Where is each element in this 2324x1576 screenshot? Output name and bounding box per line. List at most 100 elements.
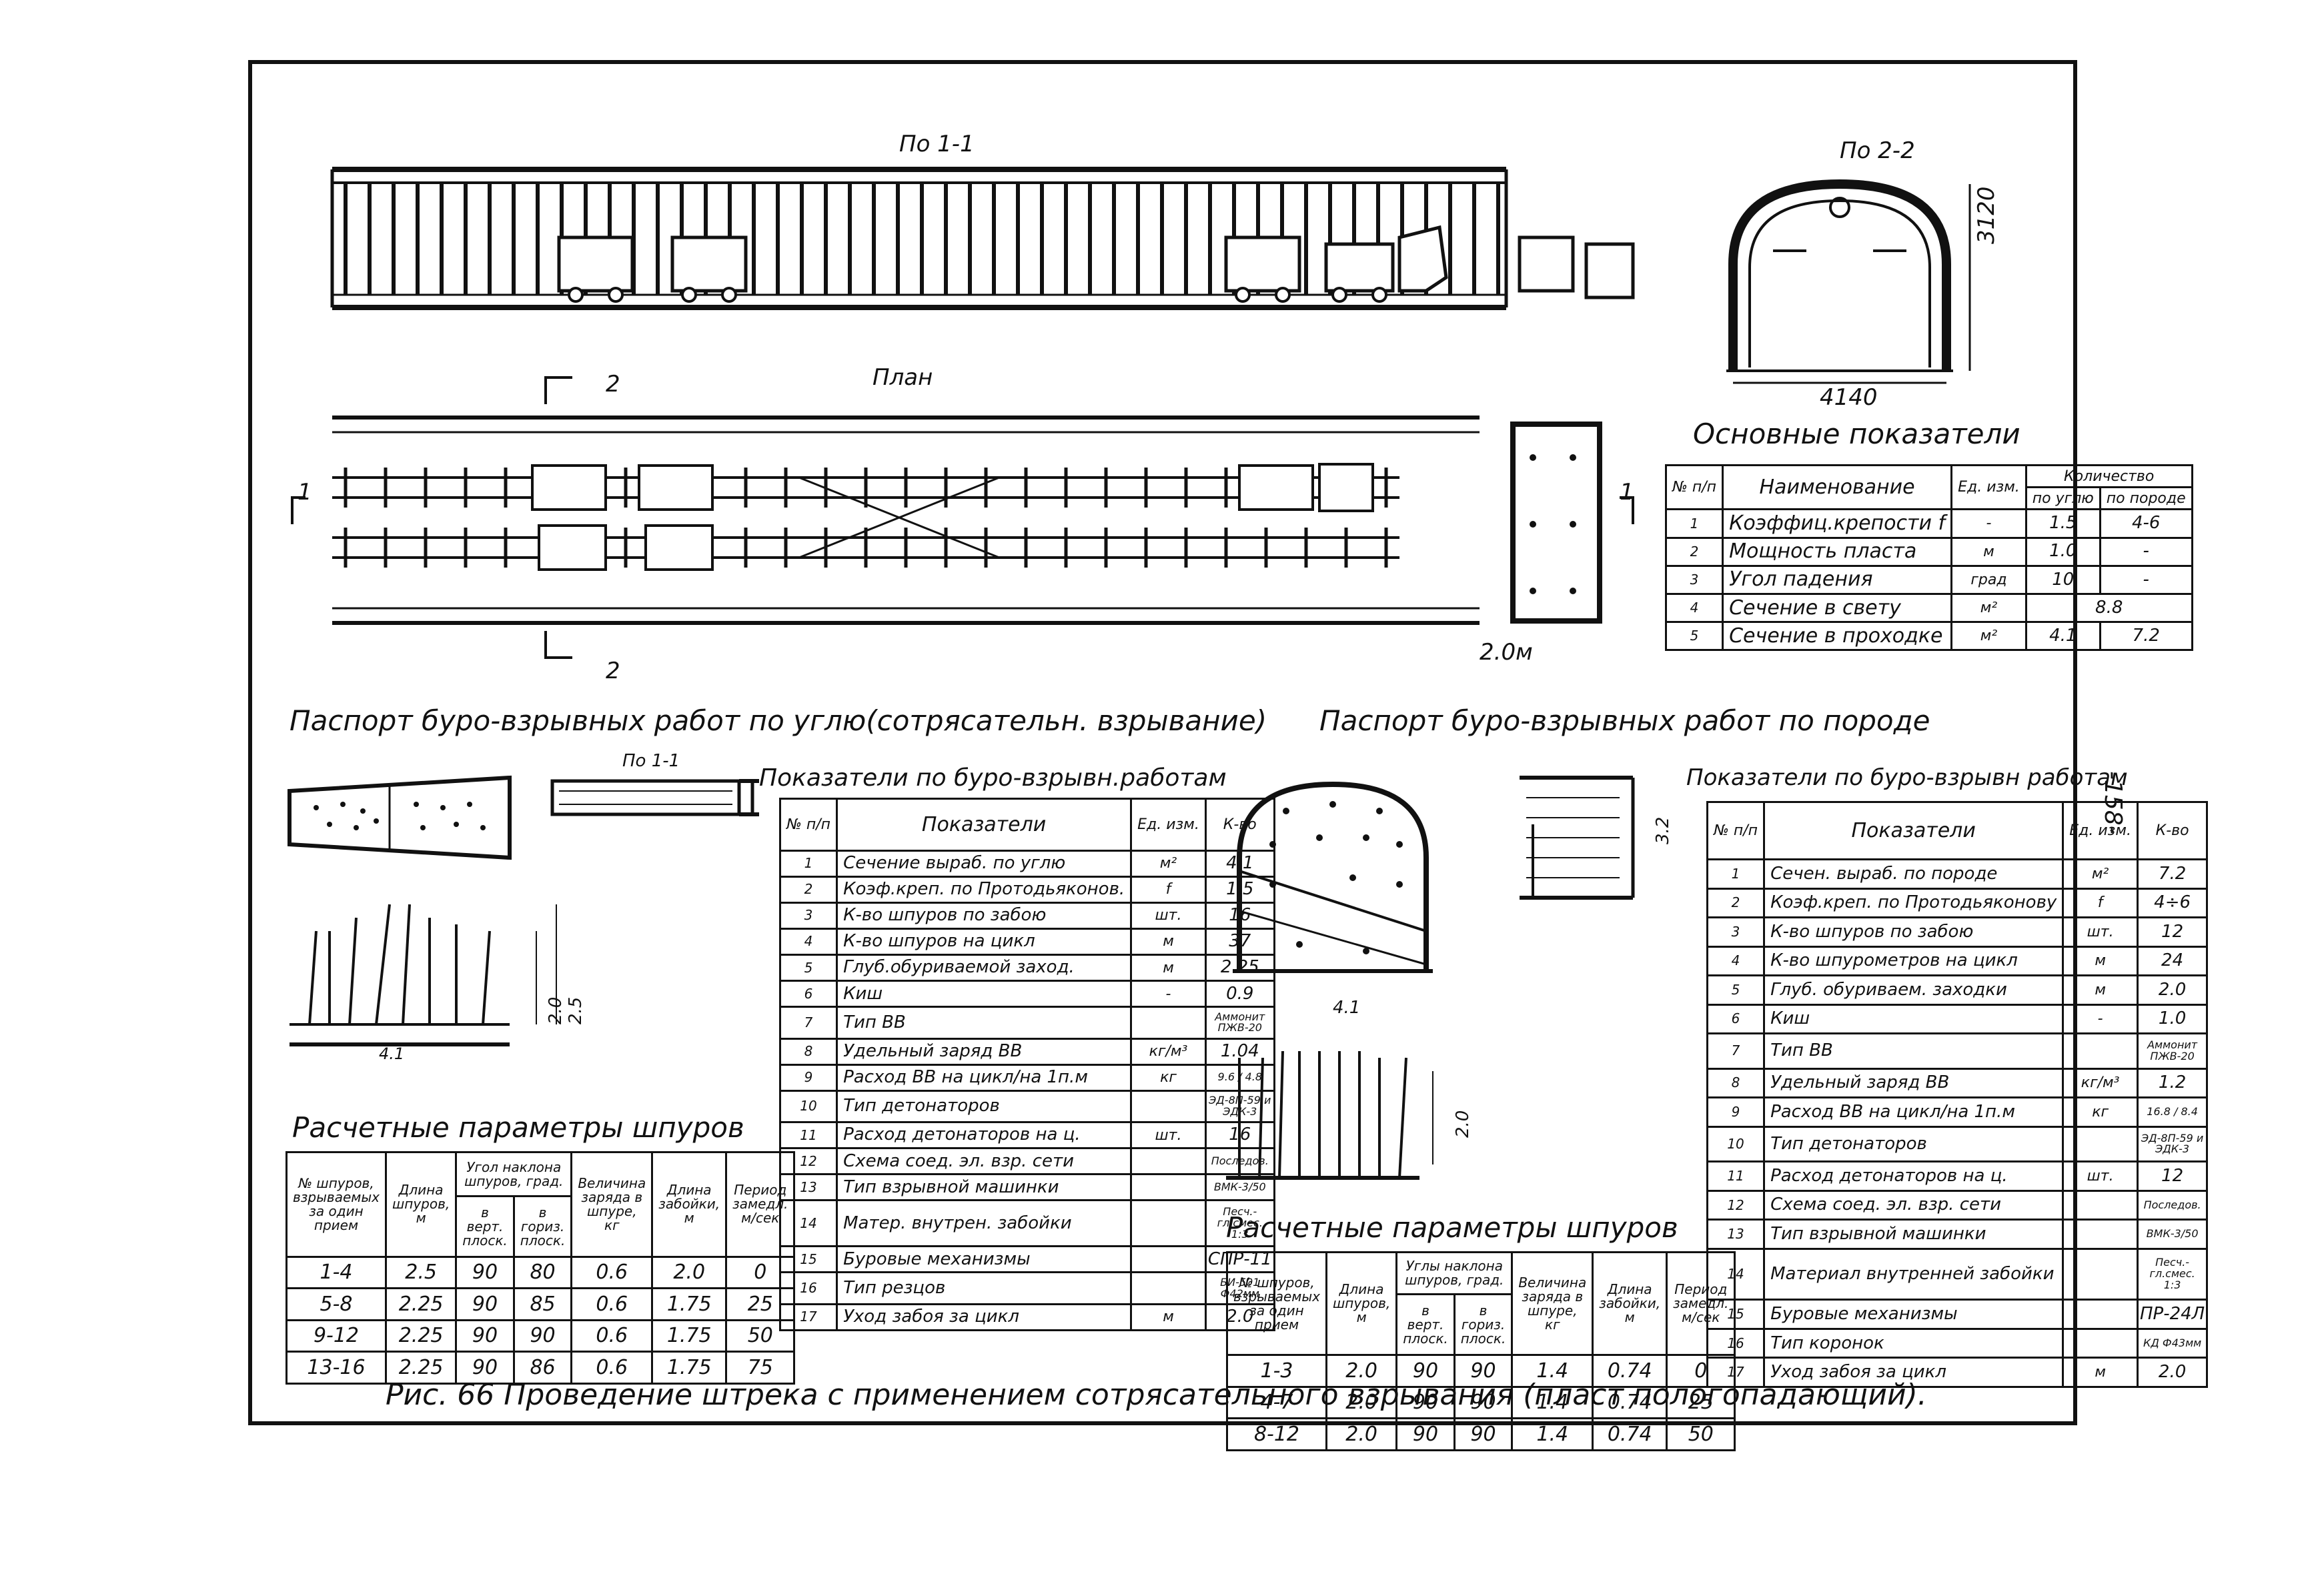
- row-unit: -: [1950, 508, 2027, 539]
- row-num: 13: [1706, 1219, 1766, 1250]
- row-unit: кг/м³: [1130, 1037, 1207, 1066]
- coal-depth-2-label: 2.5: [566, 996, 586, 1024]
- rock-blast-header-num: № п/п: [1706, 800, 1766, 861]
- row-unit: шт.: [1130, 1121, 1207, 1150]
- row-num: 6: [778, 980, 838, 1008]
- header-name: Наименование: [1722, 464, 1953, 511]
- param-cell: 2.0: [651, 1255, 728, 1290]
- param-cell: 90: [455, 1319, 515, 1353]
- coal-params-header-horiz: в гориз. плоск.: [512, 1195, 573, 1258]
- header-rock: по породе: [2099, 486, 2193, 511]
- coal-params-header-charge: Величина заряда в шпуре, кг: [570, 1151, 654, 1258]
- param-cell: 1.4: [1511, 1385, 1594, 1420]
- row-value: Аммонит ПЖВ-20: [1204, 1006, 1275, 1040]
- cut-mark-2-top: 2: [606, 371, 620, 398]
- row-unit: [1130, 1147, 1207, 1176]
- row-coal: 8.8: [2024, 592, 2193, 623]
- row-name: Удельный заряд ВВ: [1763, 1067, 2065, 1099]
- param-cell: 90: [1395, 1354, 1456, 1388]
- row-name: Удельный заряд ВВ: [836, 1037, 1133, 1066]
- coal-small-section-label: По 1-1: [622, 751, 680, 771]
- row-name: К-во шпуров по забою: [1763, 916, 2065, 948]
- row-name: Тип взрывной машинки: [836, 1173, 1133, 1202]
- rock-params-header-holes: № шпуров, взрываемых за один прием: [1226, 1251, 1327, 1357]
- row-value: 2.0: [2136, 1357, 2209, 1388]
- row-value: ВМК-3/50: [1204, 1173, 1275, 1202]
- row-unit: м: [1950, 536, 2027, 567]
- header-coal: по углю: [2024, 486, 2101, 511]
- row-name: К-во шпуров по забою: [836, 901, 1133, 930]
- param-cell: 8-12: [1226, 1417, 1327, 1451]
- row-name: Угол падения: [1722, 564, 1953, 595]
- param-cell: 2.5: [384, 1255, 458, 1290]
- coal-blast-title: Показатели по буро-взрывн.работам: [759, 764, 1227, 792]
- row-unit: шт.: [1130, 901, 1207, 930]
- row-value: КД Ф43мм: [2136, 1327, 2209, 1359]
- row-unit: [2062, 1299, 2139, 1330]
- param-cell: 90: [455, 1255, 515, 1290]
- param-cell: 1.4: [1511, 1354, 1594, 1388]
- row-name: Киш: [836, 980, 1133, 1008]
- coal-params-header-delay: Период замедл. м/сек: [725, 1151, 796, 1258]
- row-name: Тип детонаторов: [1763, 1125, 2065, 1163]
- rock-hole-pattern: [1226, 1050, 1433, 1180]
- section-2-2-label: По 2-2: [1840, 137, 1915, 164]
- row-value: Песч.-гл.смес. 1:3: [2136, 1247, 2209, 1301]
- page-number: -158-: [2099, 771, 2127, 834]
- coal-params-header-angle: Угол наклона шпуров, град.: [455, 1150, 573, 1198]
- row-value: 12: [2136, 916, 2209, 948]
- param-cell: 90: [455, 1351, 515, 1385]
- row-name: Сечение в проходке: [1722, 620, 1953, 652]
- row-num: 10: [778, 1089, 838, 1124]
- row-unit: [1130, 1199, 1207, 1248]
- plan-width-label: 2.0м: [1480, 639, 1533, 666]
- row-name: Матер. внутрен. забойки: [836, 1199, 1133, 1248]
- row-num: 15: [1706, 1299, 1766, 1330]
- rock-face-layout: [1233, 781, 1433, 973]
- row-num: 2: [1706, 887, 1766, 919]
- param-cell: 90: [512, 1319, 573, 1353]
- rock-blast-header-name: Показатели: [1763, 800, 2065, 861]
- rock-params-header-angle: Углы наклона шпуров, град.: [1395, 1251, 1514, 1296]
- param-cell: 50: [1666, 1417, 1736, 1451]
- coal-params-header-length: Длина шпуров, м: [384, 1151, 458, 1258]
- row-num: 7: [1706, 1032, 1766, 1070]
- param-cell: 1-4: [285, 1255, 387, 1290]
- passport-coal-title: Паспорт буро-взрывных работ по углю(сотр…: [289, 704, 1267, 737]
- row-num: 7: [778, 1006, 838, 1040]
- rock-params-table: № шпуров, взрываемых за один прием Длина…: [1226, 1251, 1736, 1451]
- section-1-1-label: По 1-1: [899, 131, 975, 157]
- row-num: 17: [1706, 1357, 1766, 1388]
- row-value: ВМК-3/50: [2136, 1219, 2209, 1250]
- row-rock: 7.2: [2099, 620, 2193, 652]
- rock-params-header-stem: Длина забойки, м: [1592, 1251, 1668, 1357]
- param-cell: 1.4: [1511, 1417, 1594, 1451]
- row-name: Киш: [1763, 1003, 2065, 1035]
- rock-blast-title: Показатели по буро-взрывн работам: [1686, 764, 2128, 791]
- row-unit: кг: [1130, 1063, 1207, 1092]
- coal-params-table: № шпуров, взрываемых за один прием Длина…: [285, 1150, 796, 1385]
- row-unit: шт.: [2062, 916, 2139, 948]
- row-num: 2: [778, 875, 838, 904]
